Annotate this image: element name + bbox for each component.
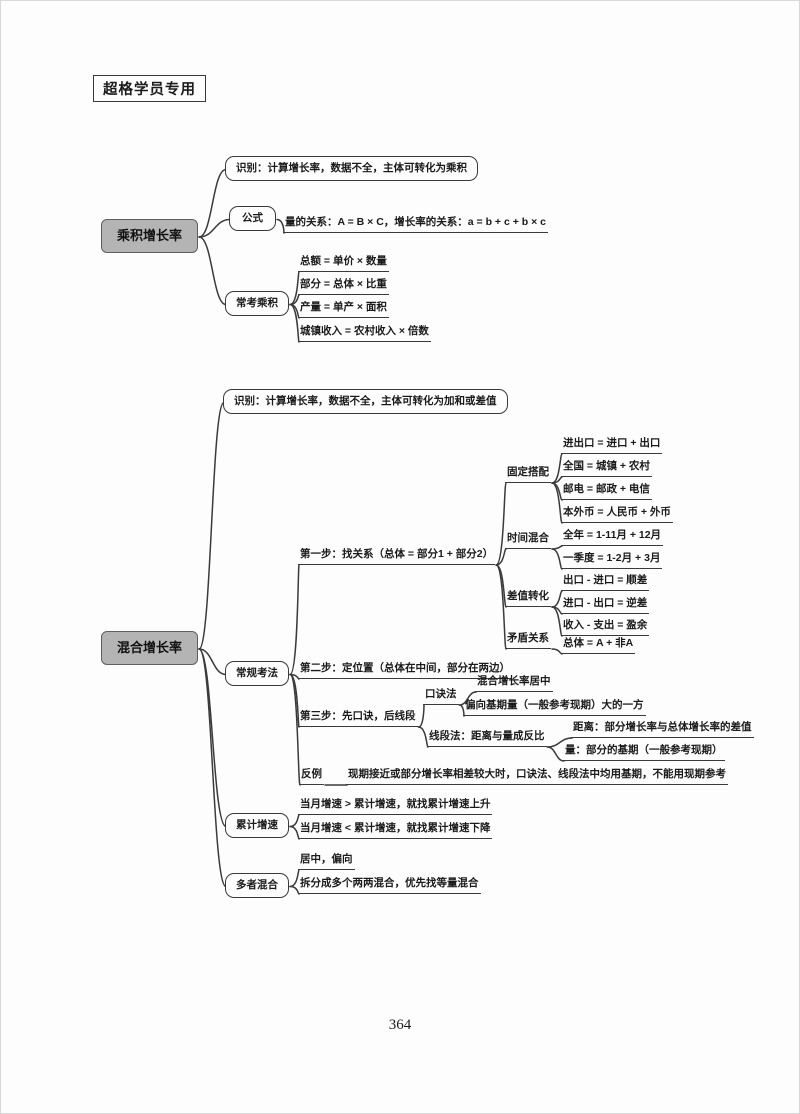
node-fixed-item: 本外币 = 人民币 + 外币 bbox=[561, 505, 673, 523]
node-common-product-item: 总额 = 单价 × 数量 bbox=[298, 254, 389, 272]
page-number: 364 bbox=[388, 1017, 412, 1033]
node-cumulative-item: 当月增速 > 累计增速，就找累计增速上升 bbox=[298, 797, 493, 815]
node-difference-conversion: 差值转化 bbox=[505, 589, 551, 607]
node-recognition-product: 识别：计算增长率，数据不全，主体可转化为乘积 bbox=[225, 156, 478, 181]
node-formula-relation: 量的关系：A = B × C，增长率的关系：a = b + c + b × c bbox=[283, 215, 549, 233]
node-recognition-mixed: 识别：计算增长率，数据不全，主体可转化为加和或差值 bbox=[223, 389, 508, 414]
node-common-product-item: 产量 = 单产 × 面积 bbox=[298, 300, 389, 318]
node-mnemonic-item: 偏向基期量（一般参考现期）大的一方 bbox=[463, 698, 646, 716]
node-counterexample: 反例 bbox=[299, 767, 324, 785]
node-multi-mixing: 多者混合 bbox=[225, 873, 289, 898]
node-segment-method: 线段法：距离与量成反比 bbox=[427, 729, 547, 747]
node-time-item: 一季度 = 1-2月 + 3月 bbox=[561, 551, 663, 569]
node-common-product-item: 部分 = 总体 × 比重 bbox=[298, 277, 389, 295]
node-mnemonic-item: 混合增长率居中 bbox=[475, 674, 553, 692]
node-fixed-item: 进出口 = 进口 + 出口 bbox=[561, 436, 663, 454]
node-contradiction-item: 总体 = A + 非A bbox=[561, 636, 636, 654]
node-common-products: 常考乘积 bbox=[225, 291, 289, 316]
node-step3-mnemonic-then-segment: 第三步：先口诀，后线段 bbox=[298, 709, 418, 727]
node-fixed-pairings: 固定搭配 bbox=[505, 465, 551, 483]
node-cumulative-growth: 累计增速 bbox=[225, 813, 289, 838]
node-step2-position: 第二步：定位置（总体在中间，部分在两边） bbox=[298, 661, 512, 679]
node-time-mixing: 时间混合 bbox=[505, 531, 551, 549]
node-segment-item: 距离：部分增长率与总体增长率的差值 bbox=[571, 720, 754, 738]
node-segment-item: 量：部分的基期（一般参考现期） bbox=[563, 743, 725, 761]
node-difference-item: 出口 - 进口 = 顺差 bbox=[561, 573, 650, 591]
node-difference-item: 收入 - 支出 = 盈余 bbox=[561, 618, 650, 636]
watermark-stamp: 超格学员专用 bbox=[93, 75, 206, 102]
node-cumulative-item: 当月增速 < 累计增速，就找累计增速下降 bbox=[298, 821, 493, 839]
node-common-product-item: 城镇收入 = 农村收入 × 倍数 bbox=[298, 324, 431, 342]
node-formula: 公式 bbox=[229, 206, 276, 231]
node-multi-item: 拆分成多个两两混合，优先找等量混合 bbox=[298, 876, 481, 894]
node-time-item: 全年 = 1-11月 + 12月 bbox=[561, 528, 664, 546]
node-contradiction-relation: 矛盾关系 bbox=[505, 631, 551, 649]
node-multi-item: 居中，偏向 bbox=[298, 852, 355, 870]
node-step1-find-relation: 第一步：找关系（总体 = 部分1 + 部分2） bbox=[298, 547, 496, 565]
node-fixed-item: 邮电 = 邮政 + 电信 bbox=[561, 482, 652, 500]
node-counterexample-text: 现期接近或部分增长率相差较大时，口诀法、线段法中均用基期，不能用现期参考 bbox=[346, 767, 728, 785]
node-mnemonic-method: 口诀法 bbox=[423, 687, 459, 705]
root-mixed-growth-rate: 混合增长率 bbox=[101, 631, 199, 665]
node-standard-method: 常规考法 bbox=[225, 661, 289, 686]
root-product-growth-rate: 乘积增长率 bbox=[101, 219, 199, 253]
node-fixed-item: 全国 = 城镇 + 农村 bbox=[561, 459, 652, 477]
node-difference-item: 进口 - 出口 = 逆差 bbox=[561, 596, 650, 614]
